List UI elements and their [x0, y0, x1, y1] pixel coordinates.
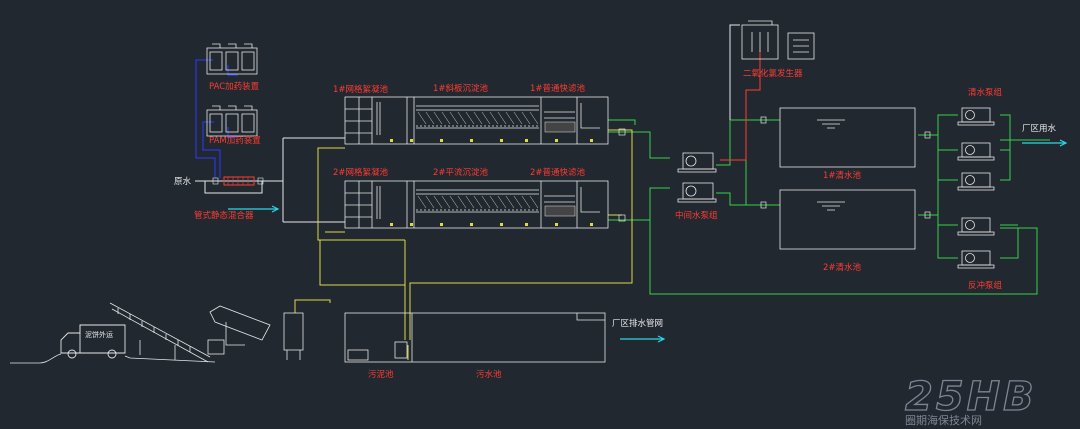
sludge-and-sewage-tanks — [344, 312, 606, 363]
truck-text: 泥饼外运 — [85, 330, 113, 339]
grid-floc-2-label: 2#网格絮凝池 — [333, 167, 389, 178]
drain-network-label: 厂区排水管网 — [612, 318, 663, 329]
clear-tank-1 — [779, 107, 916, 168]
clear-tank-1-label: 1#清水池 — [823, 170, 862, 181]
pac-dosing-unit — [206, 43, 258, 75]
valves — [618, 116, 931, 222]
sand-filter-2-label: 2#普通快滤池 — [530, 167, 586, 178]
static-mixer — [212, 176, 264, 186]
sludge-pipes — [294, 129, 633, 360]
plant-water-label: 厂区用水 — [1022, 123, 1057, 134]
watermark-subtitle: 圈期海保技术网 — [905, 413, 982, 427]
treatment-train-1 — [344, 96, 609, 145]
pipes — [195, 24, 1050, 360]
chlorine-dioxide-gen-label: 二氧化氯发生器 — [743, 68, 803, 79]
clear-tank-2-label: 2#清水池 — [823, 262, 862, 273]
ground-line — [10, 353, 216, 364]
pac-dosing-label: PAC加药装置 — [209, 81, 260, 92]
sewage-tank-label: 污水池 — [476, 369, 502, 380]
chlorine-pipes — [720, 50, 761, 161]
dosing-pipes — [195, 59, 238, 178]
mixer-arrow-icon — [228, 205, 280, 213]
pam-dosing-unit — [206, 105, 258, 137]
plant-water-arrow-icon — [1022, 139, 1068, 147]
mid-pump-group-label: 中间水泵组 — [675, 210, 718, 221]
sludge-tank-label: 污泥池 — [368, 369, 394, 380]
backwash-pump-group — [957, 217, 995, 269]
clear-pump-group-label: 清水泵组 — [968, 87, 1003, 98]
generator-pipes — [729, 24, 740, 120]
dewatering-equipment — [207, 305, 304, 360]
clear-pump-group — [957, 107, 995, 191]
mid-pump-group — [677, 152, 717, 203]
flow-sed-2-label: 2#平流沉淀池 — [433, 167, 489, 178]
sand-filter-1-label: 1#普通快滤池 — [530, 83, 586, 94]
train-2-drains — [390, 223, 593, 226]
static-mixer-label: 管式静态混合器 — [194, 210, 254, 221]
raw-water-label: 原水 — [174, 176, 192, 187]
chlorine-dioxide-generator — [741, 20, 815, 60]
clear-tank-2 — [779, 189, 916, 250]
plate-sed-1-hatch — [417, 111, 539, 125]
grid-floc-1-label: 1#网格絮凝池 — [333, 84, 389, 95]
truck — [60, 324, 126, 359]
flow-sed-2-hatch — [417, 195, 539, 209]
incl-plate-sed-1-label: 1#斜板沉淀池 — [433, 83, 489, 94]
drain-arrow-icon — [620, 335, 666, 343]
watermark-logo: 25HB — [905, 374, 1037, 420]
raw-water-pipes — [195, 137, 345, 223]
conveyor — [109, 302, 211, 363]
backwash-pump-group-label: 反冲泵组 — [968, 280, 1003, 291]
treatment-train-2 — [344, 180, 609, 229]
pam-dosing-label: PAM加药装置 — [209, 135, 261, 146]
train-1-drains — [390, 139, 593, 142]
